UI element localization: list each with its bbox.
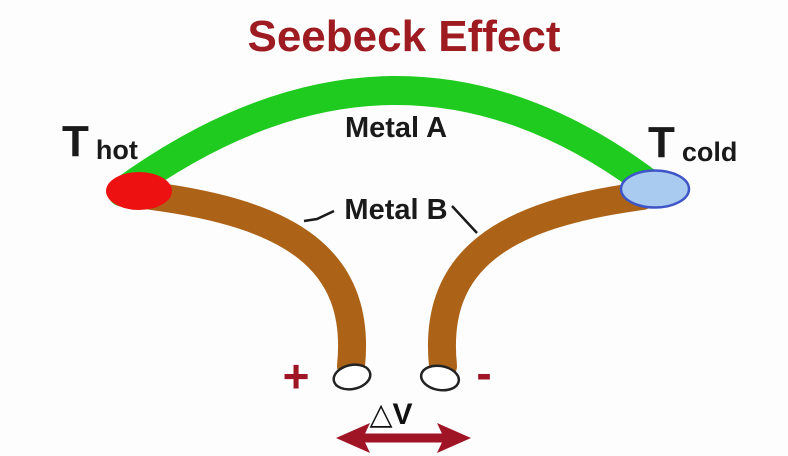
metal-b-arc-right (427, 182, 656, 380)
metal-b-leader-right (451, 205, 478, 234)
metal-a-label: Metal A (345, 112, 447, 144)
terminal-positive-ellipse (332, 363, 372, 391)
metal-a-arc (107, 76, 667, 207)
voltage-delta-label: △V (369, 398, 412, 431)
voltage-arrow-head-right (437, 423, 471, 453)
t-hot-main: T (62, 117, 89, 166)
voltage-arrow (336, 423, 471, 453)
minus-sign: - (476, 347, 491, 399)
page-title: Seebeck Effect (247, 12, 560, 61)
voltage-arrow-head-left (336, 423, 370, 453)
cold-junction-ellipse (619, 169, 691, 209)
t-cold-main: T (648, 118, 675, 167)
terminal-negative-ellipse (419, 364, 461, 392)
hot-junction-ellipse (106, 172, 172, 210)
metal-b-arc-left (138, 182, 367, 380)
t-cold-sub: cold (682, 137, 738, 167)
metal-b-leader-left (303, 209, 335, 223)
plus-sign: + (283, 350, 310, 402)
t-hot-sub: hot (96, 135, 138, 165)
metal-b-label: Metal B (344, 194, 447, 226)
